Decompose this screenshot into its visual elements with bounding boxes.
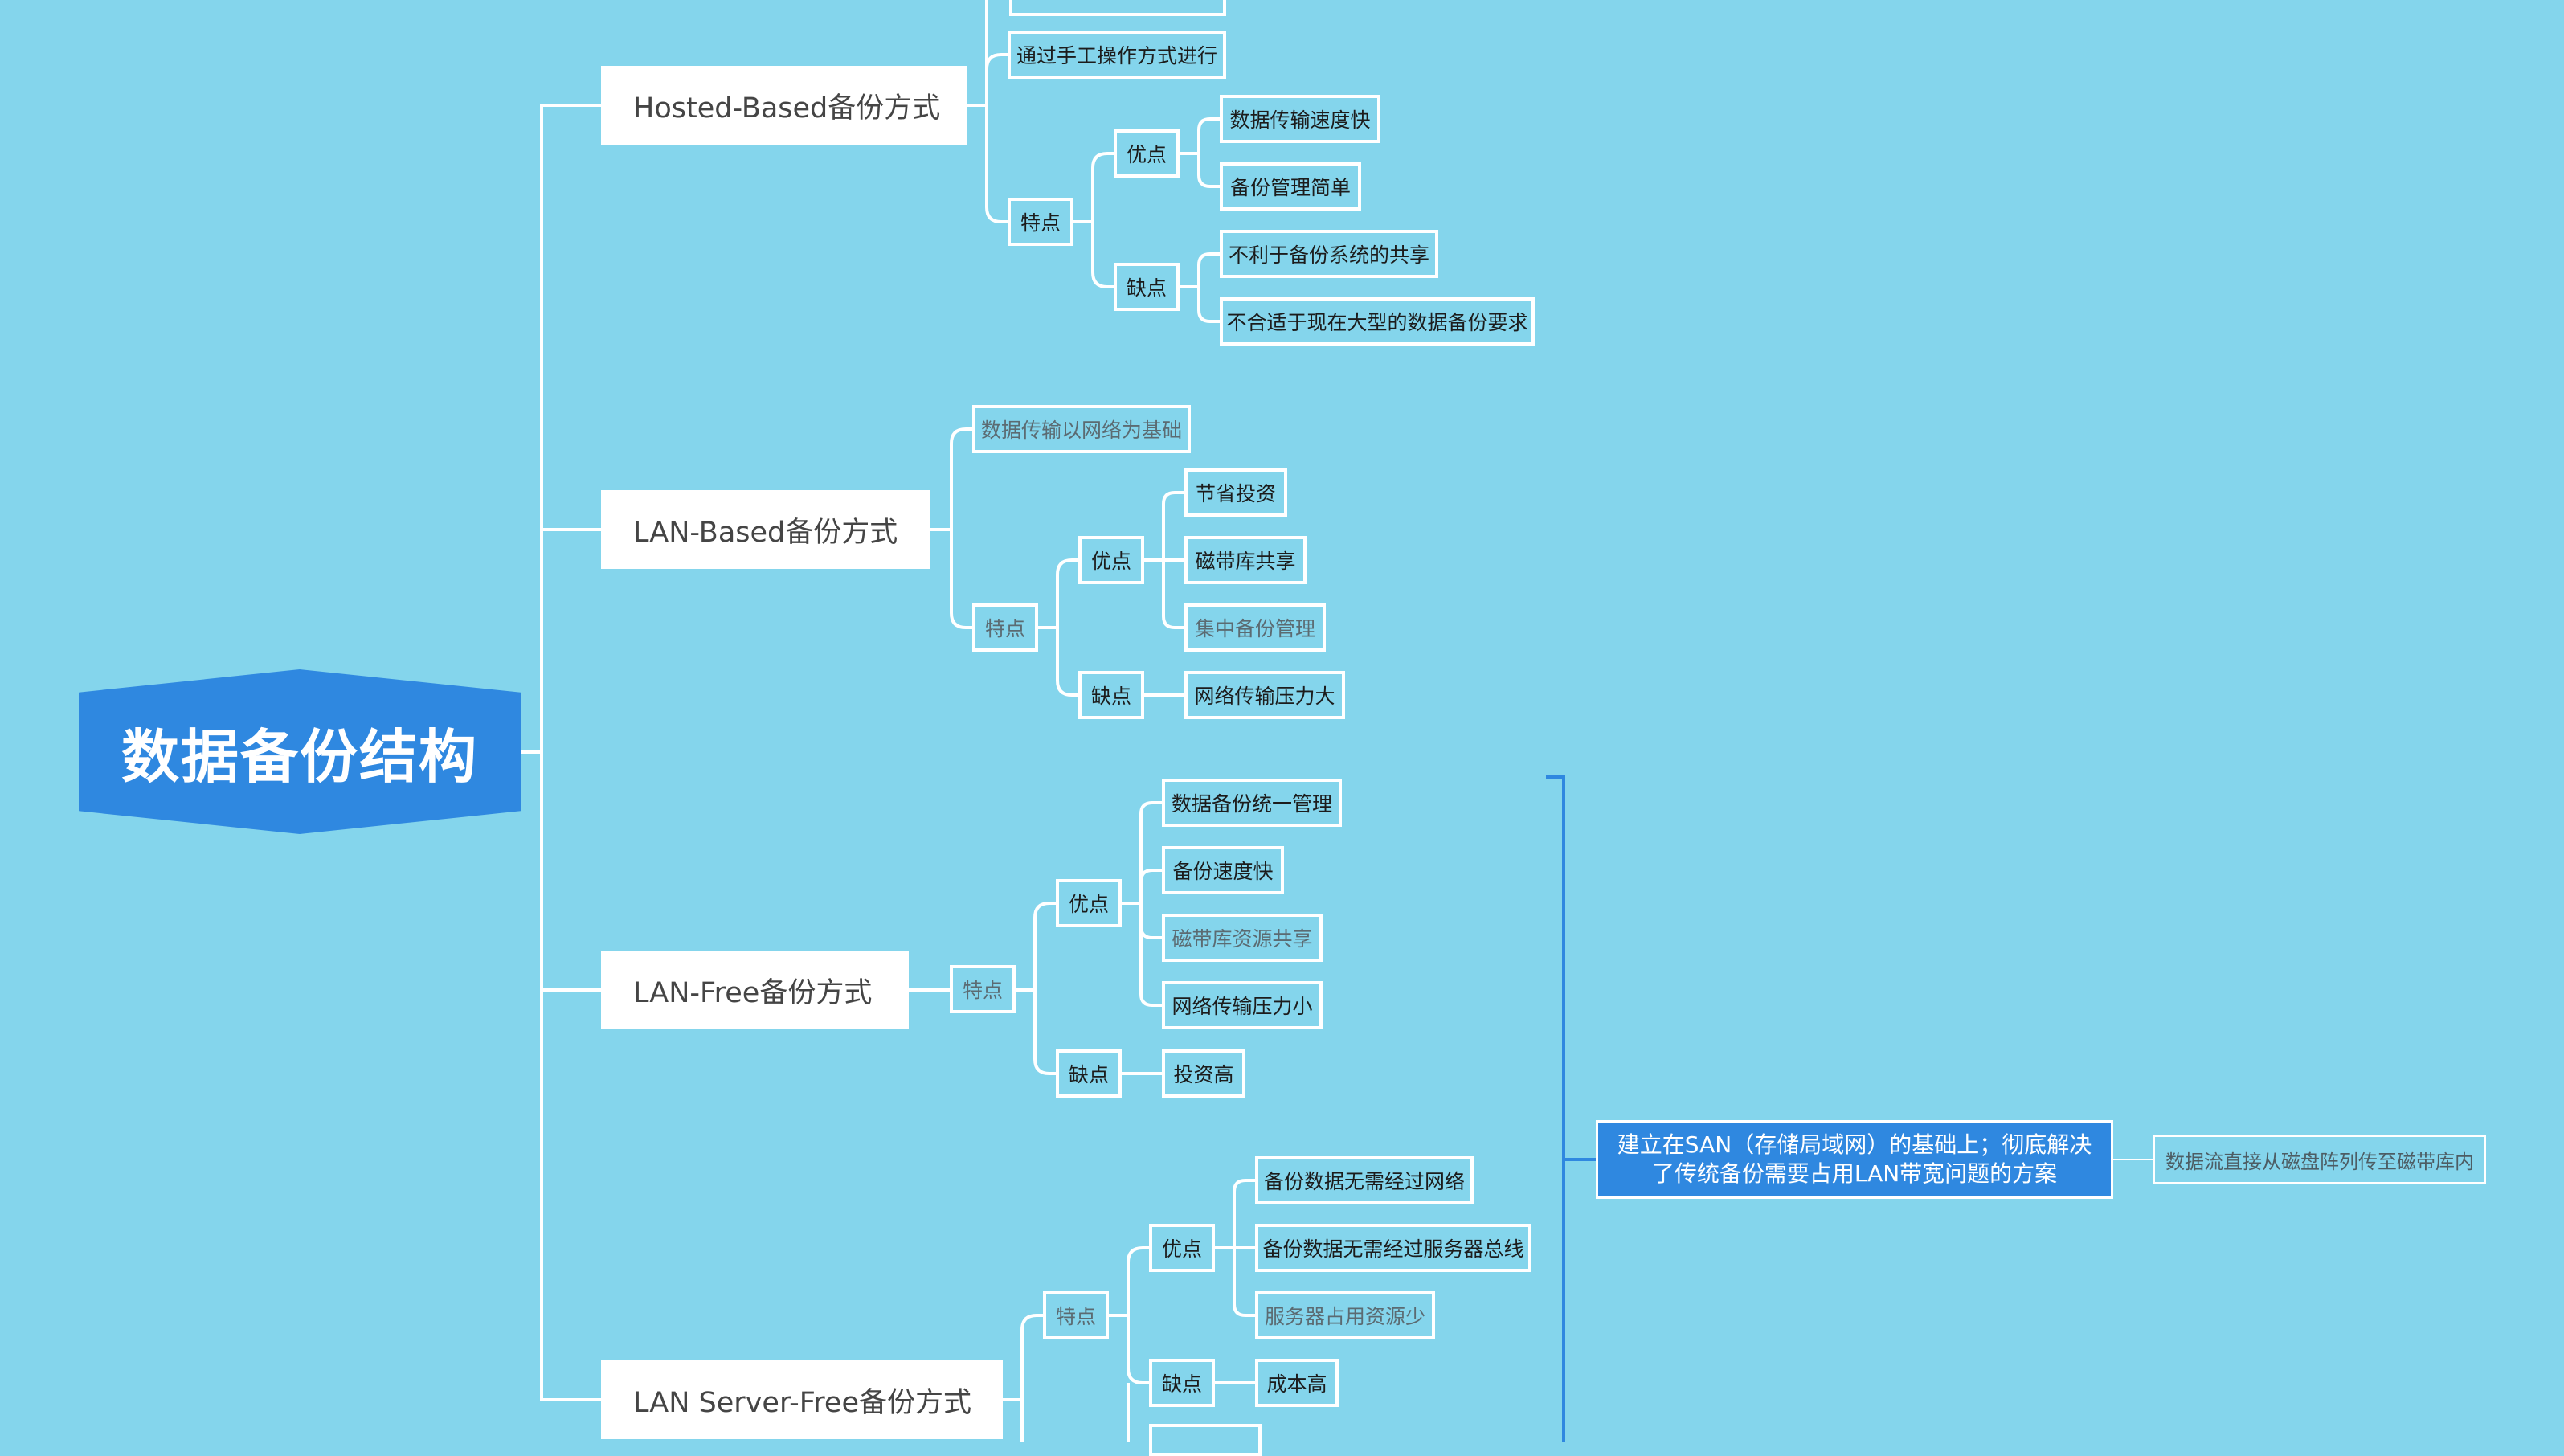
hosted-cons-connector	[1197, 287, 1220, 323]
lanfree-feature-connector	[1033, 902, 1056, 990]
hosted-pro-item[interactable]: 备份管理简单	[1220, 162, 1361, 211]
serverfree-cons-node[interactable]: 缺点	[1149, 1359, 1215, 1407]
lanbased-pro-item[interactable]: 集中备份管理	[1184, 603, 1326, 652]
hosted-cons-node[interactable]: 缺点	[1114, 263, 1180, 311]
lanbased-desc-item[interactable]: 数据传输以网络为基础	[972, 405, 1191, 453]
hosted-connector	[985, 105, 1008, 223]
serverfree-pro-item[interactable]: 服务器占用资源少	[1255, 1291, 1435, 1339]
lanfree-pro-item[interactable]: 网络传输压力小	[1162, 981, 1323, 1029]
lanfree-pros-connector	[1139, 903, 1162, 939]
hosted-con-item[interactable]: 不利于备份系统的共享	[1220, 230, 1438, 278]
hosted-feature-node[interactable]: 特点	[1008, 198, 1073, 246]
lanbased-pro-item[interactable]: 节省投资	[1184, 468, 1287, 517]
serverfree-cutoff-item[interactable]	[1149, 1424, 1262, 1456]
lanfree-feature-connector	[1033, 990, 1056, 1075]
lanbased-feature-connector	[1056, 558, 1078, 628]
hosted-manual-item[interactable]: 通过手工操作方式进行	[1008, 31, 1226, 79]
serverfree-feature-connector	[1127, 1315, 1149, 1384]
lanfree-pro-item[interactable]: 磁带库资源共享	[1162, 914, 1323, 962]
lanfree-pro-item[interactable]: 数据备份统一管理	[1162, 779, 1342, 827]
lanfree-pros-connector	[1139, 801, 1162, 903]
lanbased-cons-node[interactable]: 缺点	[1078, 671, 1144, 719]
lanfree-cons-node[interactable]: 缺点	[1056, 1049, 1122, 1098]
lanfree-feature-node[interactable]: 特点	[950, 965, 1016, 1013]
lanbased-pros-connector	[1162, 491, 1184, 560]
summary-bracket	[1546, 775, 1565, 1442]
root-connector	[540, 104, 601, 752]
serverfree-feature-connector	[1127, 1246, 1149, 1315]
serverfree-con-item[interactable]: 成本高	[1255, 1359, 1339, 1407]
summary-line: 了传统备份需要占用LAN带宽问题的方案	[1651, 1160, 2058, 1187]
hosted-cons-connector	[1197, 252, 1220, 287]
branch-lan-based[interactable]: LAN-Based备份方式	[601, 490, 930, 569]
hosted-con-item[interactable]: 不合适于现在大型的数据备份要求	[1220, 297, 1535, 346]
serverfree-connector	[1020, 1314, 1043, 1400]
branch-lan-free[interactable]: LAN-Free备份方式	[601, 951, 909, 1029]
serverfree-pro-item[interactable]: 备份数据无需经过网络	[1255, 1156, 1474, 1204]
lanbased-pros-connector	[1162, 560, 1184, 629]
lanbased-feature-node[interactable]: 特点	[972, 603, 1038, 652]
lanbased-pro-item[interactable]: 磁带库共享	[1184, 536, 1307, 584]
branch-hosted-based[interactable]: Hosted-Based备份方式	[601, 66, 967, 145]
serverfree-pros-node[interactable]: 优点	[1149, 1224, 1215, 1272]
root-connector	[538, 752, 601, 992]
root-connector	[540, 752, 601, 1402]
hosted-cutoff-item[interactable]	[1009, 0, 1226, 16]
serverfree-feature-node[interactable]: 特点	[1043, 1291, 1109, 1339]
summary-line: 建立在SAN（存储局域网）的基础上；彻底解决	[1617, 1131, 2092, 1158]
root-node[interactable]: 数据备份结构	[79, 669, 521, 834]
hosted-pro-item[interactable]: 数据传输速度快	[1220, 95, 1380, 143]
hosted-pros-connector	[1197, 153, 1220, 188]
lanbased-connector	[950, 427, 972, 530]
hosted-pros-node[interactable]: 优点	[1114, 129, 1180, 178]
lanfree-summary-node[interactable]: 建立在SAN（存储局域网）的基础上；彻底解决 了传统备份需要占用LAN带宽问题的…	[1596, 1120, 2113, 1199]
serverfree-pro-item[interactable]: 备份数据无需经过服务器总线	[1255, 1224, 1531, 1272]
lanfree-pros-connector	[1139, 903, 1162, 1007]
lanfree-pros-node[interactable]: 优点	[1056, 879, 1122, 927]
serverfree-pros-connector	[1233, 1179, 1255, 1248]
lanfree-con-item[interactable]: 投资高	[1162, 1049, 1245, 1098]
lanbased-connector	[950, 530, 972, 629]
lanfree-pros-connector	[1139, 869, 1162, 903]
lanbased-feature-connector	[1056, 628, 1078, 697]
branch-lan-server-free[interactable]: LAN Server-Free备份方式	[601, 1360, 1003, 1439]
hosted-connector	[985, 53, 1008, 105]
hosted-feature-connector	[1091, 152, 1114, 222]
serverfree-pros-connector	[1233, 1248, 1255, 1317]
lanbased-con-item[interactable]: 网络传输压力大	[1184, 671, 1345, 719]
lanfree-note-node[interactable]: 数据流直接从磁盘阵列传至磁带库内	[2153, 1135, 2486, 1184]
root-connector	[538, 527, 601, 752]
hosted-feature-connector	[1091, 222, 1114, 288]
lanfree-pro-item[interactable]: 备份速度快	[1162, 846, 1284, 894]
hosted-pros-connector	[1197, 117, 1220, 153]
lanbased-pros-node[interactable]: 优点	[1078, 536, 1144, 584]
hosted-connector	[985, 0, 988, 105]
